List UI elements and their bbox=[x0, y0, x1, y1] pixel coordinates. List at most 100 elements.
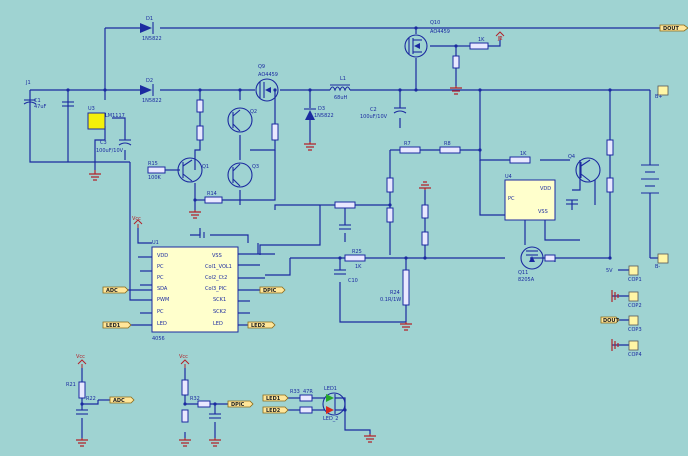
net-led1-in: LED1 bbox=[106, 323, 121, 329]
protection-ic-u4: U4 VDD PC VSS bbox=[504, 174, 556, 221]
d3-part: 1N5822 bbox=[314, 113, 334, 119]
battery bbox=[641, 164, 659, 194]
u1-pin-pc3: PC bbox=[157, 309, 164, 315]
u1-pin-pc1: PC bbox=[157, 264, 164, 270]
port-5v-label: 5V bbox=[606, 268, 613, 274]
battery-connectors: B+ B- bbox=[655, 85, 669, 270]
c3-label: C3 bbox=[100, 140, 107, 146]
dout-net: DOUT bbox=[659, 24, 688, 32]
u4-vss: VSS bbox=[538, 209, 548, 215]
resistor-q10-gate: 1K bbox=[469, 37, 489, 50]
c2-label: C2 bbox=[370, 107, 377, 113]
resistors-transistor-area: R14 R15 100K bbox=[147, 99, 279, 204]
led1-part: LED_2 bbox=[323, 416, 338, 422]
input-capacitor-c1: J1 C1 47uF bbox=[23, 80, 74, 110]
transistor-q1: Q1 bbox=[177, 157, 209, 183]
vcc-label-dpic: Vcc bbox=[179, 354, 188, 360]
adc-divider: R21 R22 bbox=[66, 381, 96, 415]
l1-label: L1 bbox=[340, 76, 346, 82]
q11-label: Q11 bbox=[518, 270, 528, 276]
r22-label: R22 bbox=[86, 396, 96, 402]
led-indicator: R33 47R LED1 LED_2 bbox=[290, 386, 346, 422]
output-ports: COP1 5V COP2 COP3 DOUT COP4 bbox=[600, 265, 642, 358]
c1-value: 47uF bbox=[34, 104, 47, 110]
capacitor-c3: C3 100uF/10V bbox=[96, 139, 132, 154]
c10-label: C10 bbox=[348, 278, 358, 284]
r15-value: 100K bbox=[148, 175, 162, 181]
resistor-vertical-q10 bbox=[452, 55, 460, 69]
c1-label: C1 bbox=[34, 98, 41, 104]
net-flags: ADC LED1 DPIC LED2 ADC DPIC LED1 LED2 bbox=[102, 286, 289, 414]
r25-label: R25 bbox=[352, 249, 362, 255]
mosfet-q9: Q9 AO4459 bbox=[255, 64, 279, 102]
q3-label: Q3 bbox=[252, 164, 259, 170]
capacitor-c10: C10 bbox=[334, 269, 358, 284]
resistor-near-q11 bbox=[544, 254, 556, 262]
r14-label: R14 bbox=[207, 191, 217, 197]
port-label-2: COP2 bbox=[628, 303, 642, 309]
u1-pin-sda: SDA bbox=[157, 286, 168, 292]
port-label-3: COP3 bbox=[628, 327, 642, 333]
c3-value: 100uF/10V bbox=[96, 148, 124, 154]
q2-label: Q2 bbox=[250, 109, 257, 115]
net-adc-in: ADC bbox=[106, 288, 118, 294]
r32-label: R32 bbox=[190, 396, 200, 402]
r33-label: R33 bbox=[290, 389, 300, 395]
c2-value: 100uF/10V bbox=[360, 114, 388, 120]
net-dpic-bottom: DPIC bbox=[231, 402, 245, 408]
port-label-4: COP4 bbox=[628, 352, 642, 358]
u1-pin-sck1: SCK1 bbox=[213, 297, 226, 303]
capacitor-u1-top bbox=[199, 232, 205, 238]
transistor-q3: Q3 bbox=[227, 162, 259, 188]
transistor-q2: Q2 bbox=[227, 107, 257, 133]
u1-pin-sck2: SCK2 bbox=[213, 309, 226, 315]
net-dpic-out: DPIC bbox=[263, 288, 277, 294]
u1-label: U1 bbox=[152, 240, 159, 246]
u4-vdd: VDD bbox=[540, 186, 551, 192]
d3-label: D3 bbox=[318, 106, 325, 112]
ground-symbols bbox=[76, 86, 619, 447]
q11-part: 8205A bbox=[518, 277, 535, 283]
u1-part: 4056 bbox=[152, 336, 165, 342]
r25-value: 1K bbox=[355, 264, 362, 270]
vcc-label-u1: Vcc bbox=[132, 216, 141, 222]
l1-value: 68uH bbox=[334, 95, 348, 101]
sense-resistor-r24: R24 0.1R/1W bbox=[380, 269, 410, 306]
r24-value: 0.1R/1W bbox=[380, 297, 401, 303]
r24-label: R24 bbox=[390, 290, 400, 296]
u1-pin-col3: Col3_PIC bbox=[205, 286, 227, 292]
dout-label: DOUT bbox=[663, 26, 679, 32]
net-led2-out: LED2 bbox=[251, 323, 266, 329]
resistor-r25: R25 1K bbox=[344, 249, 366, 270]
u1-pin-pwm: PWM bbox=[157, 297, 169, 303]
led1-label: LED1 bbox=[324, 386, 337, 392]
r7-label: R7 bbox=[404, 141, 411, 147]
controller-u1: U1 4056 VDD PC PC SDA PWM PC LED VSS Col… bbox=[151, 240, 239, 342]
r15-label: R15 bbox=[148, 161, 158, 167]
net-adc-bottom: ADC bbox=[113, 398, 125, 404]
vcc-label-adc: Vcc bbox=[76, 354, 85, 360]
port-dout-flag: DOUT bbox=[603, 318, 619, 324]
q9-part: AO4459 bbox=[258, 72, 278, 78]
diode-d2: D2 1N5822 bbox=[140, 78, 162, 104]
q4-label: Q4 bbox=[568, 154, 575, 160]
capacitor-mid bbox=[339, 199, 578, 230]
net-led2-bottom: LED2 bbox=[266, 408, 281, 414]
regulator-u3: U3 LM1117 bbox=[87, 106, 125, 130]
vcc-symbols: Vcc Vcc Vcc bbox=[76, 31, 505, 368]
u1-pin-led2: LED bbox=[213, 321, 223, 327]
mosfet-q10: Q10 AO4459 bbox=[404, 20, 450, 58]
u1-pin-led: LED bbox=[157, 321, 167, 327]
j1-label: J1 bbox=[25, 80, 31, 86]
d1-part: 1N5822 bbox=[142, 36, 162, 42]
net-led1-bottom: LED1 bbox=[266, 396, 281, 402]
r21-label: R21 bbox=[66, 382, 76, 388]
u1-pin-vdd: VDD bbox=[157, 253, 168, 259]
dpic-divider: R32 bbox=[181, 379, 221, 423]
u3-part: LM1117 bbox=[105, 113, 125, 119]
q1-label: Q1 bbox=[202, 164, 209, 170]
mosfet-q11: Q11 8205A bbox=[518, 246, 544, 283]
u1-pin-pc2: PC bbox=[157, 275, 164, 281]
r-q10-value: 1K bbox=[478, 37, 485, 43]
